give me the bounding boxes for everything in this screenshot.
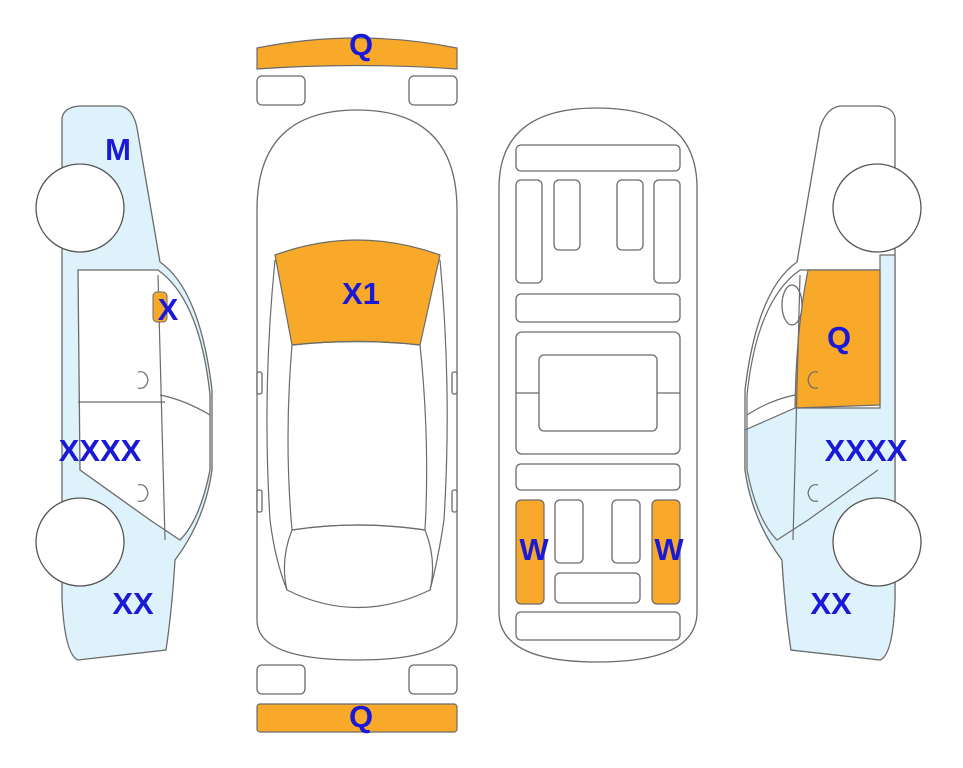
label-windshield: X1 <box>342 276 380 311</box>
damage-labels: Q X1 Q M X XXXX XX W W Q XXXX XX <box>59 27 908 734</box>
underbody-left-inner-rail <box>554 499 584 564</box>
right-mirror <box>781 284 803 326</box>
right-door-handle-rear <box>807 484 819 502</box>
label-left-doors: XXXX <box>59 433 142 468</box>
label-left-fender: M <box>105 132 131 167</box>
top-right-side-line <box>429 259 448 591</box>
top-left-side-line <box>266 259 288 591</box>
right-front-door-damage <box>794 269 881 409</box>
rear-bumper-damage <box>256 703 458 733</box>
left-side-view <box>35 105 213 661</box>
right-cabin-window <box>746 269 880 541</box>
right-side-view <box>744 105 922 661</box>
label-left-quarter: XX <box>112 586 154 621</box>
right-mirror-line <box>746 394 796 416</box>
top-view <box>256 37 458 733</box>
front-bumper-damage <box>256 37 458 70</box>
underbody-view <box>498 107 698 663</box>
left-front-wheel <box>35 163 125 253</box>
underbody-frame-left-inner <box>553 179 581 251</box>
underbody-rear-beam <box>515 611 681 641</box>
underbody-center-panel <box>538 354 658 432</box>
left-door-handle-rear <box>137 484 149 502</box>
right-rear-wheel <box>832 497 922 587</box>
underbody-crossmember-2 <box>515 463 681 491</box>
right-door-handle-front <box>807 371 819 389</box>
left-mirror-outline <box>159 394 211 416</box>
top-left-mirror <box>256 371 263 395</box>
underbody-right-inner-rail <box>611 499 641 564</box>
label-left-a-pillar: X <box>158 292 179 327</box>
label-rear-bumper: Q <box>349 699 373 734</box>
rear-right-lamp <box>408 664 458 695</box>
left-cabin-window <box>77 269 211 541</box>
left-rear-wheel <box>35 497 125 587</box>
label-underbody-left: W <box>519 532 549 567</box>
right-front-wheel <box>832 163 922 253</box>
front-left-lamp <box>256 75 306 106</box>
top-left-rear-mirror <box>256 489 263 513</box>
label-front-bumper: Q <box>349 27 373 62</box>
label-underbody-right: W <box>654 532 684 567</box>
left-a-pillar-damage <box>152 291 168 323</box>
right-door-seam-vertical <box>792 274 801 541</box>
top-right-rear-mirror <box>451 489 458 513</box>
left-door-handle-front <box>137 371 149 389</box>
label-right-front-door: Q <box>827 320 851 355</box>
top-right-mirror <box>451 371 458 395</box>
top-rear-window <box>283 524 434 608</box>
underbody-rear-crossmember <box>554 572 641 604</box>
underbody-front-beam <box>515 144 681 172</box>
top-body-outline <box>256 109 458 661</box>
label-right-quarter: XX <box>810 586 852 621</box>
underbody-frame-right-front <box>653 179 681 284</box>
front-right-lamp <box>408 75 458 106</box>
rear-left-lamp <box>256 664 306 695</box>
underbody-left-rail-damage <box>515 499 545 605</box>
underbody-frame-right-inner <box>616 179 644 251</box>
label-right-doors: XXXX <box>825 433 908 468</box>
underbody-crossmember-1 <box>515 293 681 323</box>
underbody-frame-left-front <box>515 179 543 284</box>
underbody-right-rail-damage <box>651 499 681 605</box>
